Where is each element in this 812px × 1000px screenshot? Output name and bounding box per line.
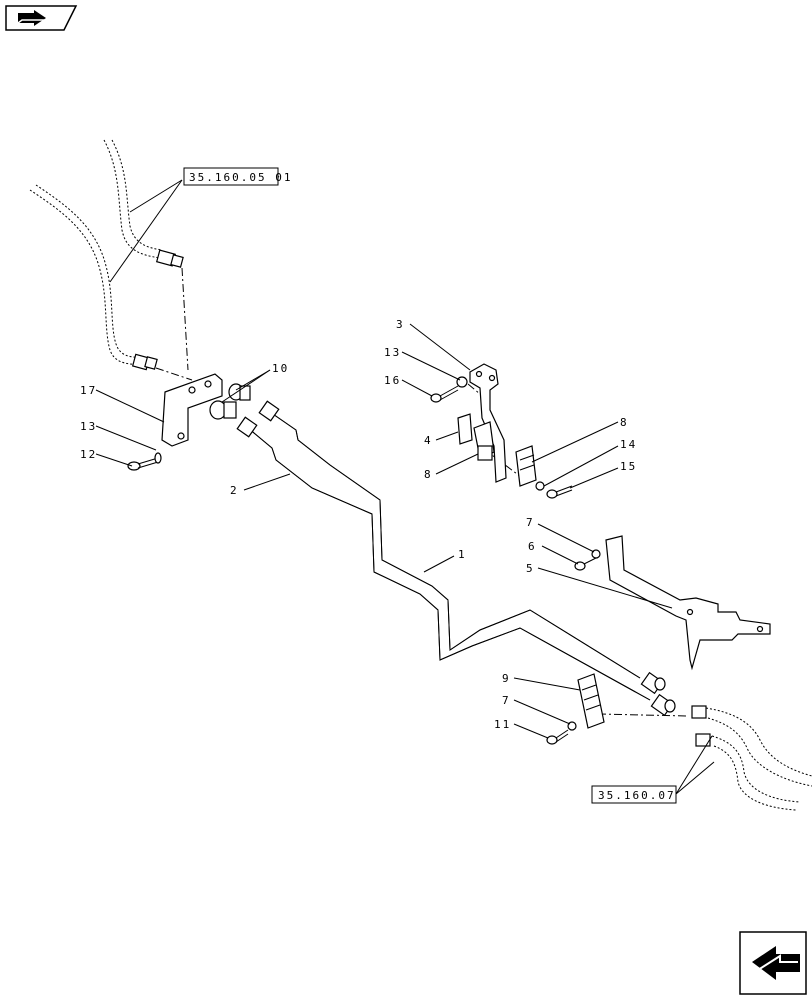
svg-text:35.160.07: 35.160.07	[598, 789, 676, 802]
clamp-4-8	[457, 413, 495, 461]
callout-5: 5	[526, 562, 535, 575]
callout-15: 15	[620, 460, 637, 473]
bracket-17	[161, 373, 223, 447]
reference-box-bottom[interactable]: 35.160.07	[591, 785, 677, 804]
bolt-16	[430, 376, 468, 403]
bracket-5	[605, 535, 771, 671]
callout-2: 2	[230, 484, 239, 497]
next-page-arrow-icon[interactable]	[739, 931, 807, 995]
leader-lines	[95, 179, 715, 795]
book-arrow-icon[interactable]	[5, 5, 78, 31]
bolt-6	[574, 549, 601, 571]
upper-hoses	[29, 139, 184, 371]
callout-8: 8	[620, 416, 629, 429]
lower-hoses	[691, 705, 812, 811]
callout-6: 6	[528, 540, 537, 553]
callout-7: 7	[502, 694, 511, 707]
svg-text:35.160.05 01: 35.160.05 01	[189, 171, 292, 184]
callout-1: 1	[458, 548, 467, 561]
bolt-11	[546, 721, 577, 745]
callout-3: 3	[396, 318, 405, 331]
callout-4: 4	[424, 434, 433, 447]
tube-assembly	[236, 400, 676, 717]
clamp-8-right	[515, 445, 537, 487]
callout-labels: 17 13 12 10 2 3 13 16 4 8 8 14 15 1 7 6 …	[80, 318, 637, 731]
fittings-10	[209, 383, 251, 420]
bolt-12	[127, 452, 162, 471]
callout-14: 14	[620, 438, 637, 451]
clamp-9	[577, 673, 605, 729]
bolt-15	[535, 481, 573, 499]
callout-12: 12	[80, 448, 97, 461]
callout-13: 13	[80, 420, 97, 433]
callout-16: 16	[384, 374, 401, 387]
callout-17: 17	[80, 384, 97, 397]
callout-11: 11	[494, 718, 511, 731]
callout-13: 13	[384, 346, 401, 359]
reference-box-top[interactable]: 35.160.05 01	[183, 167, 292, 186]
callout-7: 7	[526, 516, 535, 529]
callout-8: 8	[424, 468, 433, 481]
callout-9: 9	[502, 672, 511, 685]
callout-10: 10	[272, 362, 289, 375]
